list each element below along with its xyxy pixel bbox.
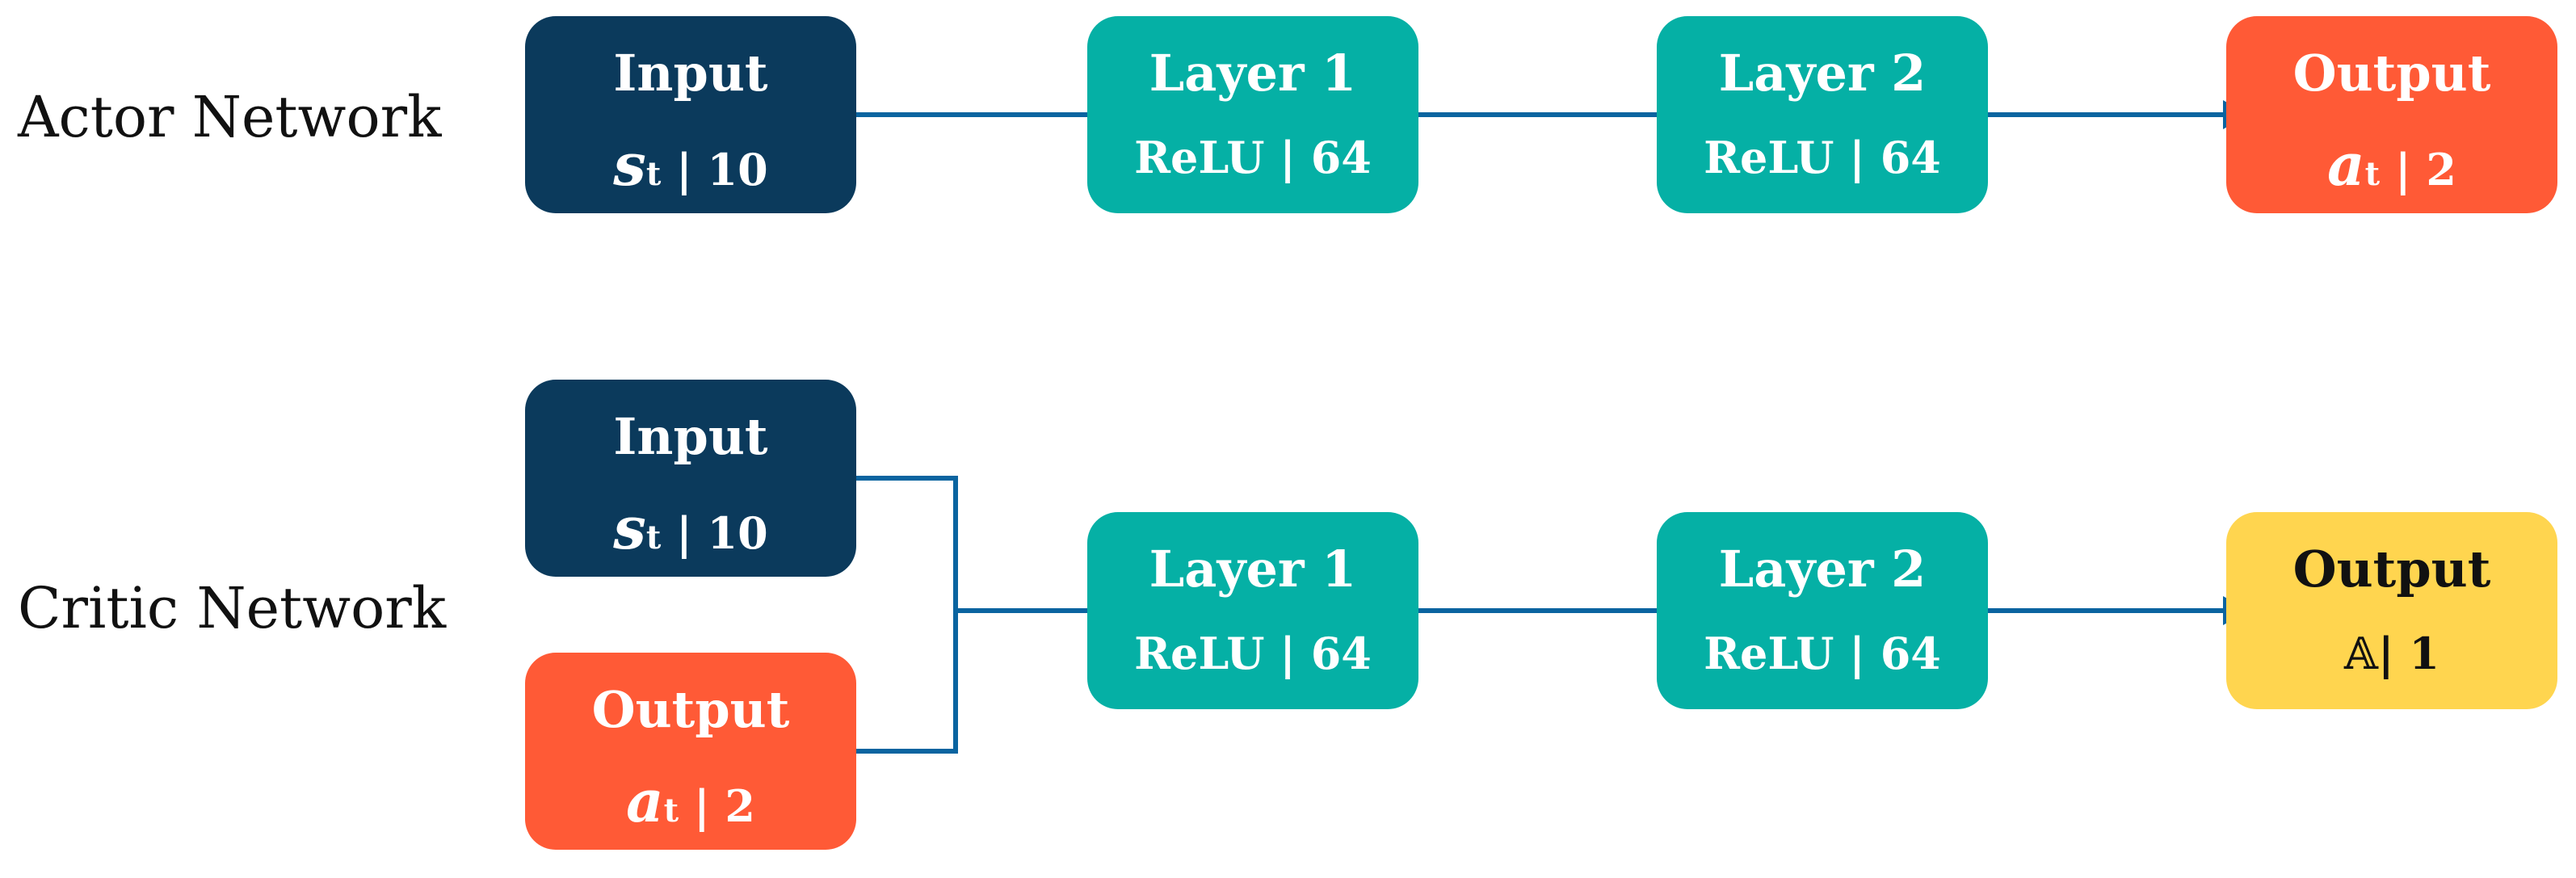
critic-input-subscript: t bbox=[645, 519, 662, 557]
critic-layer2-title: Layer 2 bbox=[1718, 540, 1927, 599]
critic-output-shape: 𝔸| 1 bbox=[2226, 632, 2557, 676]
critic-output-title: Output bbox=[2292, 540, 2491, 599]
critic-input-shape: st | 10 bbox=[525, 499, 856, 557]
actor-output-value: | 2 bbox=[2380, 144, 2456, 195]
actor-output-node: Output at | 2 bbox=[2226, 16, 2557, 213]
actor-input-symbol: s bbox=[613, 130, 646, 199]
critic-input-symbol: s bbox=[613, 494, 646, 562]
critic-input-value: | 10 bbox=[661, 507, 768, 559]
critic-output-symbol: 𝔸 bbox=[2344, 628, 2378, 679]
critic-layer2-node: Layer 2 ReLU | 64 bbox=[1657, 512, 1988, 709]
actor-output-shape: at | 2 bbox=[2226, 136, 2557, 194]
critic-layer2-text: ReLU | 64 bbox=[1704, 628, 1941, 679]
actor-output-title: Output bbox=[2292, 44, 2491, 103]
actor-network-label: Actor Network bbox=[18, 84, 442, 150]
critic-output-node: Output 𝔸| 1 bbox=[2226, 512, 2557, 709]
actor-input-title: Input bbox=[613, 44, 768, 103]
actor-layer2-text: ReLU | 64 bbox=[1704, 132, 1941, 183]
actor-layer1-text: ReLU | 64 bbox=[1134, 132, 1372, 183]
critic-merge-bracket bbox=[856, 476, 958, 754]
actor-input-node: Input st | 10 bbox=[525, 16, 856, 213]
critic-output-value: | 1 bbox=[2377, 628, 2439, 679]
critic-layer1-text: ReLU | 64 bbox=[1134, 628, 1372, 679]
critic-input-title: Input bbox=[613, 407, 768, 466]
actor-layer1-node: Layer 1 ReLU | 64 bbox=[1087, 16, 1418, 213]
actor-output-subscript: t bbox=[2364, 155, 2381, 193]
critic-layer1-node: Layer 1 ReLU | 64 bbox=[1087, 512, 1418, 709]
actor-layer1-title: Layer 1 bbox=[1149, 44, 1357, 103]
actor-input-subscript: t bbox=[645, 155, 662, 193]
actor-input-value: | 10 bbox=[661, 144, 768, 195]
critic-action-title: Output bbox=[591, 680, 790, 739]
critic-action-symbol: a bbox=[626, 767, 664, 835]
critic-action-node: Output at | 2 bbox=[525, 653, 856, 850]
critic-network-label: Critic Network bbox=[18, 575, 447, 641]
critic-action-shape: at | 2 bbox=[525, 772, 856, 830]
critic-input-node: Input st | 10 bbox=[525, 380, 856, 577]
actor-input-shape: st | 10 bbox=[525, 136, 856, 194]
critic-action-value: | 2 bbox=[679, 780, 755, 832]
actor-layer2-node: Layer 2 ReLU | 64 bbox=[1657, 16, 1988, 213]
critic-layer1-title: Layer 1 bbox=[1149, 540, 1357, 599]
actor-layer2-title: Layer 2 bbox=[1718, 44, 1927, 103]
actor-output-symbol: a bbox=[2327, 130, 2365, 199]
critic-action-subscript: t bbox=[663, 792, 679, 830]
